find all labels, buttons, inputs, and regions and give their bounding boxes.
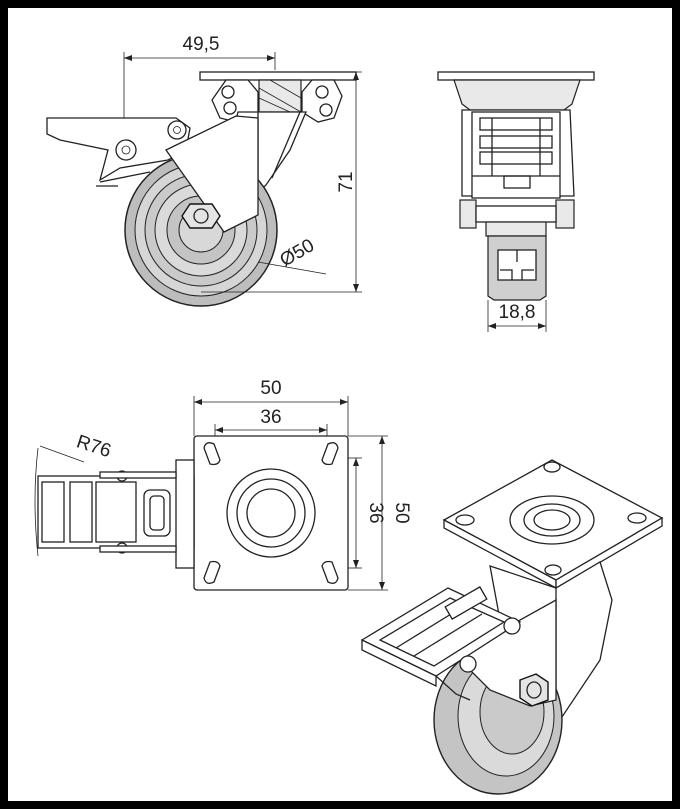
top-view: 50 36 36 50	[34, 378, 412, 591]
dim-hole-spacing-x: 36	[260, 407, 281, 428]
dim-plate-height: 50	[391, 502, 412, 523]
isometric-view	[360, 459, 664, 795]
front-view: 18,8	[437, 71, 595, 332]
dim-hole-spacing-y: 36	[365, 502, 386, 523]
side-view: 49,5	[46, 34, 362, 307]
dim-plate-width: 50	[260, 378, 281, 399]
dim-front-tread: 18,8	[499, 302, 536, 323]
dim-side-height: 71	[336, 171, 357, 192]
dim-swivel-radius: R76	[74, 431, 114, 462]
dim-side-width: 49,5	[183, 34, 220, 55]
dim-wheel-diameter: Ø50	[276, 235, 318, 271]
